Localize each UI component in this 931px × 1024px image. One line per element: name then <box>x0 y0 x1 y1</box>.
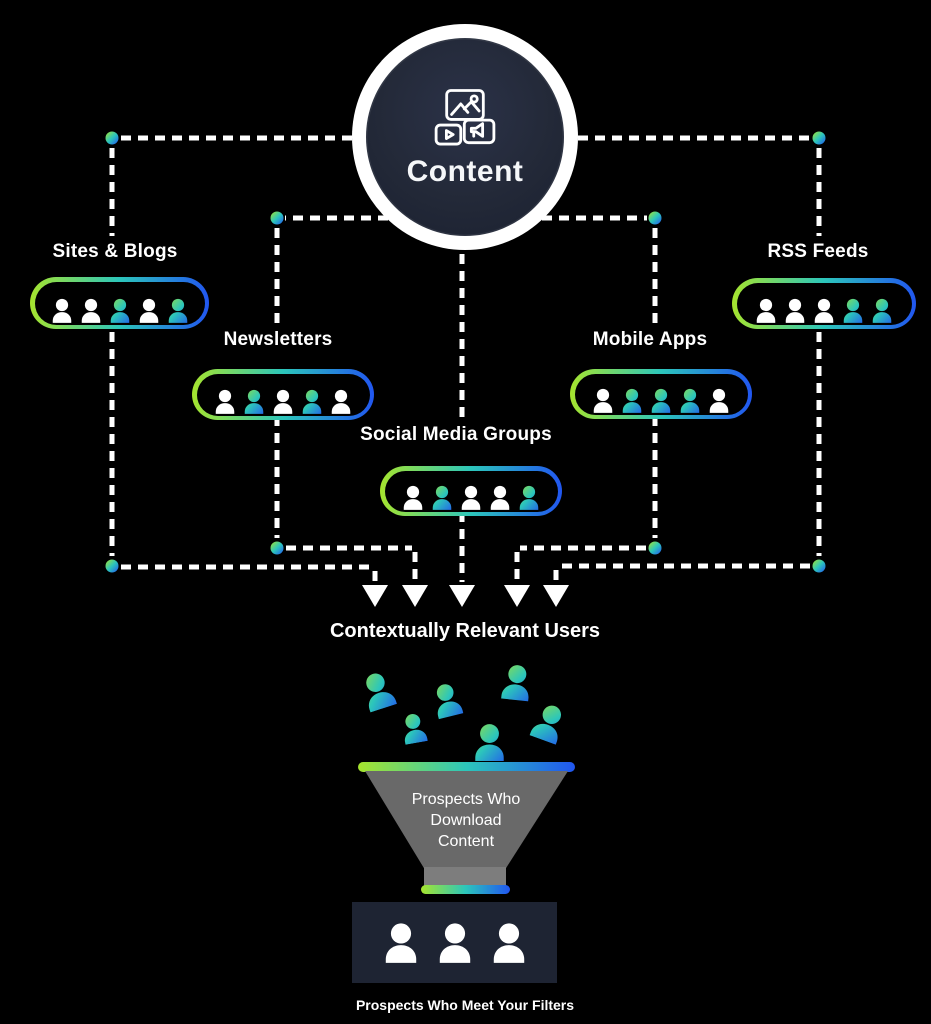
content-hub-inner: Content <box>366 38 564 236</box>
corner-dot <box>270 541 284 555</box>
channel-label-newsletters: Newsletters <box>223 329 333 350</box>
person-icon <box>651 388 671 413</box>
person-icon <box>432 922 478 963</box>
person-icon <box>843 298 863 323</box>
down-arrowheads <box>362 585 569 607</box>
audience-pill-persons <box>736 282 912 325</box>
corner-dot <box>648 541 662 555</box>
funnel-label: Prospects Who Download Content <box>412 789 520 852</box>
falling-user-icon <box>523 698 575 747</box>
person-icon <box>680 388 700 413</box>
audience-pill-social-media-groups <box>380 466 562 516</box>
contextually-relevant-users-title: Contextually Relevant Users <box>329 620 601 642</box>
person-icon <box>385 923 416 963</box>
audience-pill-persons <box>574 373 748 415</box>
person-icon <box>52 298 71 323</box>
person-icon <box>493 923 524 963</box>
person-icon <box>709 388 729 413</box>
funnel-neck <box>424 867 506 886</box>
hub-label: Content <box>406 154 524 188</box>
corner-dot <box>812 559 826 573</box>
falling-user-icon <box>352 666 403 714</box>
person-icon <box>622 388 642 413</box>
person-icon <box>403 485 423 510</box>
arrowhead-icon <box>402 585 428 607</box>
person-icon <box>366 673 397 713</box>
person-icon <box>501 665 529 702</box>
audience-pill-newsletters <box>192 369 374 420</box>
person-icon <box>404 714 428 745</box>
corner-dots <box>105 131 826 573</box>
filtered-prospects-box <box>352 902 557 983</box>
corner-dot <box>648 211 662 225</box>
arrowhead-icon <box>449 585 475 607</box>
person-icon <box>475 724 504 762</box>
falling-user-icon <box>424 679 469 721</box>
person-icon <box>168 298 187 323</box>
audience-pill-rss-feeds <box>732 278 916 329</box>
person-icon <box>273 389 293 414</box>
person-icon <box>756 298 776 323</box>
falling-user-icon <box>468 723 511 762</box>
channel-label-social-media-groups: Social Media Groups <box>360 424 552 445</box>
falling-user-icon <box>395 710 434 746</box>
audience-pill-persons <box>34 281 205 325</box>
audience-pill-persons <box>196 373 370 416</box>
output-caption: Prospects Who Meet Your Filters <box>355 997 575 1013</box>
funnel-label-line: Content <box>437 833 495 851</box>
person-icon <box>490 485 510 510</box>
dashed-connectors <box>109 135 822 582</box>
person-icon <box>436 684 464 720</box>
funnel-bottom-bar <box>421 885 510 894</box>
person-icon <box>872 298 892 323</box>
person-icon <box>814 298 834 323</box>
person-icon <box>110 298 129 323</box>
person-icon <box>432 485 452 510</box>
person-icon <box>81 298 100 323</box>
person-icon <box>331 389 351 414</box>
channel-label-mobile-apps: Mobile Apps <box>592 329 708 350</box>
person-icon <box>461 485 481 510</box>
person-icon <box>785 298 805 323</box>
funnel-label-line: Download <box>430 812 502 830</box>
person-icon <box>593 388 613 413</box>
corner-dot <box>105 131 119 145</box>
arrowhead-icon <box>543 585 569 607</box>
audience-pill-mobile-apps <box>570 369 752 419</box>
content-hub: Content <box>352 24 578 250</box>
arrowhead-icon <box>362 585 388 607</box>
funnel-label-line: Prospects Who <box>411 791 521 808</box>
person-icon <box>439 923 470 963</box>
person-icon <box>378 922 424 963</box>
falling-user-icon <box>494 662 539 702</box>
person-icon <box>486 922 532 963</box>
person-icon <box>215 389 235 414</box>
person-icon <box>244 389 264 414</box>
person-icon <box>139 298 158 323</box>
corner-dot <box>812 131 826 145</box>
person-icon <box>519 485 539 510</box>
media-content-icon <box>434 88 496 145</box>
channel-label-sites-blogs: Sites & Blogs <box>52 241 178 262</box>
arrowhead-icon <box>504 585 530 607</box>
audience-pill-persons <box>384 470 558 512</box>
corner-dot <box>270 211 284 225</box>
corner-dot <box>105 559 119 573</box>
person-icon <box>529 705 562 745</box>
audience-pill-sites-blogs <box>30 277 209 329</box>
channel-label-rss-feeds: RSS Feeds <box>767 241 869 262</box>
funnel-top-bar <box>358 762 575 772</box>
person-icon <box>302 389 322 414</box>
